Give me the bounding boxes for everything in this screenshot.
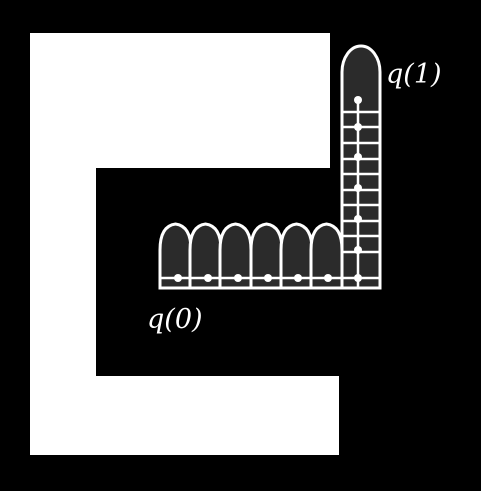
path-node <box>354 246 362 254</box>
path-nodes <box>174 96 362 282</box>
path-node <box>354 274 362 282</box>
path-node <box>324 274 332 282</box>
path-node <box>354 153 362 161</box>
path-node <box>174 274 182 282</box>
path-node <box>354 184 362 192</box>
path-node <box>234 274 242 282</box>
c-shaped-region <box>30 33 339 455</box>
path-node <box>354 123 362 131</box>
path-node <box>354 215 362 223</box>
path-node <box>294 274 302 282</box>
end-point-label: q(1) <box>386 59 442 90</box>
path-node <box>264 274 272 282</box>
path-node <box>354 96 362 104</box>
path-node <box>204 274 212 282</box>
vertical-tile-column <box>340 44 382 290</box>
start-point-label: q(0) <box>147 304 203 335</box>
